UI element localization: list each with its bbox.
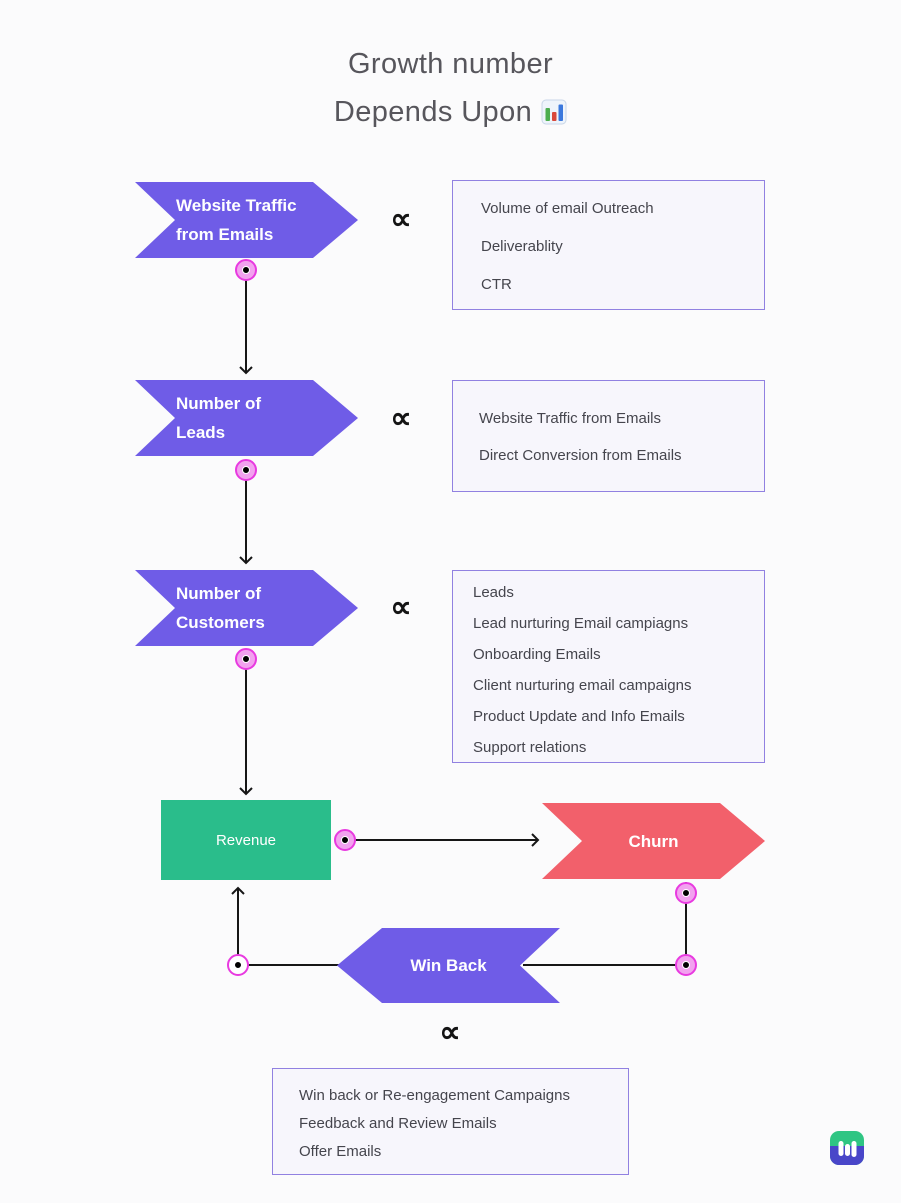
node-label: Website Traffic [176,196,297,215]
factor-item: Leads [473,584,514,601]
bar-chart-emoji [541,92,567,140]
factor-item: Deliverablity [481,238,563,255]
connection-dot [682,961,690,969]
factor-box-leads[interactable]: Website Traffic from Emails Direct Conve… [452,380,765,492]
proportional-symbol: ∝ [390,402,412,435]
connection-point[interactable] [675,882,697,904]
factor-item: Win back or Re-engagement Campaigns [299,1087,570,1104]
node-revenue[interactable]: Revenue [161,800,331,880]
page-title: Growth number Depends Upon [0,40,901,140]
node-label: Churn [628,831,679,851]
factor-item: CTR [481,276,512,293]
node-number-of-customers[interactable]: Number of Customers [135,570,358,646]
node-label: Revenue [215,831,277,849]
node-label: Customers [176,613,265,632]
factor-item: Support relations [473,739,587,756]
node-label: Number of [176,394,261,413]
node-website-traffic[interactable]: Website Traffic from Emails [135,182,358,258]
factor-item: Client nurturing email campaigns [473,677,692,694]
factor-item: Offer Emails [299,1143,382,1160]
connection-point[interactable] [334,829,356,851]
connection-dot [242,466,250,474]
mailmodo-logo [829,1130,865,1171]
connection-point[interactable] [227,954,249,976]
connection-dot [242,655,250,663]
factor-box-website-traffic[interactable]: Volume of email Outreach Deliverablity C… [452,180,765,310]
node-label: Number of [176,584,261,603]
factor-box-customers[interactable]: Leads Lead nurturing Email campiagns Onb… [452,570,765,763]
node-label: from Emails [176,225,274,244]
proportional-symbol: ∝ [390,591,412,624]
connection-point[interactable] [235,648,257,670]
connection-point[interactable] [235,459,257,481]
node-churn[interactable]: Churn [542,803,765,879]
proportional-symbol: ∝ [390,203,412,236]
factor-item: Website Traffic from Emails [479,410,661,427]
node-label: Win Back [410,956,487,975]
page-title-line1: Growth number [347,48,554,80]
factor-box-win-back[interactable]: Win back or Re-engagement Campaigns Feed… [272,1068,629,1175]
connection-dot [242,266,250,274]
connection-dot [682,889,690,897]
page-title-line2: Depends Upon [0,88,901,140]
factor-item: Lead nurturing Email campiagns [473,615,689,632]
connection-point[interactable] [675,954,697,976]
factor-item: Feedback and Review Emails [299,1115,497,1132]
connection-point[interactable] [235,259,257,281]
proportional-symbol: ∝ [439,1016,461,1049]
factor-item: Direct Conversion from Emails [479,447,682,464]
node-label: Leads [176,423,226,442]
connection-dot [234,961,242,969]
connection-dot [341,836,349,844]
factor-item: Product Update and Info Emails [473,708,685,725]
factor-item: Onboarding Emails [473,646,601,663]
factor-item: Volume of email Outreach [481,200,654,217]
